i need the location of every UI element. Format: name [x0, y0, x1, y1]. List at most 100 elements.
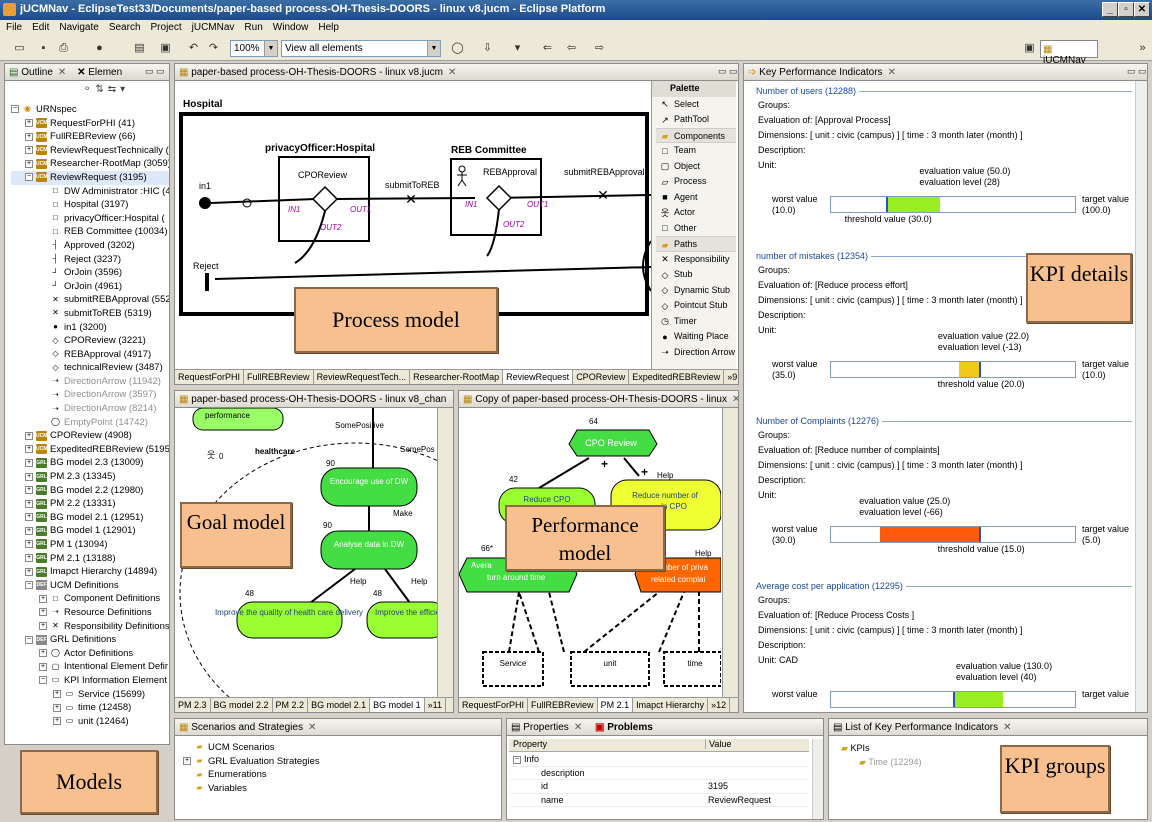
bottom-tab[interactable]: BG model 1	[370, 698, 425, 712]
menu-jucmnav[interactable]: jUCMNav	[191, 22, 235, 33]
tree-item[interactable]: +✕Responsibility Definitions	[11, 620, 169, 634]
undo-icon[interactable]: ↶	[188, 42, 199, 54]
tree-item[interactable]: ◇CPOReview (3221)	[11, 334, 169, 348]
scenario-item[interactable]: ▰Variables	[183, 782, 320, 796]
tree-item[interactable]: □DW Administrator :HIC (4	[11, 185, 169, 199]
kpi-section-title[interactable]: Number of Complaints (12276)	[756, 414, 883, 429]
value-col-header[interactable]: Value	[705, 739, 731, 749]
expand-icon[interactable]: −	[25, 173, 33, 182]
encourage-node[interactable]	[320, 467, 418, 507]
outline-toolbar[interactable]: ⚬⇅⇆▾	[83, 84, 130, 95]
bottom-tab[interactable]: PM 2.2	[273, 698, 309, 712]
analyse-node[interactable]	[320, 530, 418, 570]
perspective-button[interactable]: ▦ jUCMNav	[1040, 40, 1098, 66]
palette-item[interactable]: ◷Timer	[656, 314, 736, 330]
expand-icon[interactable]: +	[53, 703, 61, 712]
palette-item[interactable]: ◇Stub	[656, 267, 736, 283]
tab-outline[interactable]: ▤ Outline✕	[9, 67, 66, 78]
expand-icon[interactable]: +	[25, 132, 33, 141]
tree-item[interactable]: □Hospital (3197)	[11, 198, 169, 212]
menu-navigate[interactable]: Navigate	[59, 22, 99, 33]
tree-item[interactable]: +▭time (12458)	[11, 701, 169, 715]
close-icon[interactable]: ✕	[732, 394, 738, 405]
properties-scrollbar[interactable]	[812, 739, 823, 819]
expand-icon[interactable]: +	[25, 445, 33, 454]
kpi-section-title[interactable]: Average cost per application (12295)	[756, 579, 906, 594]
minimize-view-icon[interactable]: ▭ ▭	[145, 66, 165, 76]
perf-palette-strip[interactable]	[722, 408, 738, 698]
expand-icon[interactable]: +	[25, 486, 33, 495]
bottom-tab[interactable]: PM 2.1	[597, 698, 634, 712]
menu-run[interactable]: Run	[244, 22, 263, 33]
scenario-item[interactable]: +▰GRL Evaluation Strategies	[183, 755, 320, 769]
tool-icon[interactable]: ⇩	[482, 42, 493, 54]
palette-item[interactable]: ▢Object	[656, 159, 736, 175]
tree-item[interactable]: ➝DirectionArrow (3597)	[11, 388, 169, 402]
tree-item[interactable]: ✕submitToREB (5319)	[11, 307, 169, 321]
bottom-tab[interactable]: »11	[425, 698, 446, 712]
kpi-group-item[interactable]: ▰ Time (12294)	[859, 757, 921, 768]
tree-item[interactable]: ◇technicalReview (3487)	[11, 361, 169, 375]
submit-approval-x[interactable]: ✕	[597, 187, 609, 203]
bottom-tab[interactable]: RequestForPHI	[459, 698, 529, 712]
service-indicator[interactable]	[482, 651, 544, 687]
expand-icon[interactable]: +	[25, 146, 33, 155]
tab-problems[interactable]: ▣ Problems	[595, 722, 653, 733]
tree-item[interactable]: +□Component Definitions	[11, 592, 169, 606]
expand-icon[interactable]: +	[39, 608, 47, 617]
tree-item[interactable]: ◯EmptyPoint (14742)	[11, 416, 169, 430]
expand-icon[interactable]: −	[25, 635, 33, 644]
expand-icon[interactable]: −	[11, 105, 19, 114]
expand-icon[interactable]: +	[25, 119, 33, 128]
improve-efficiency-node[interactable]	[366, 601, 437, 639]
palette-item[interactable]: ▱Process	[656, 174, 736, 190]
minimize-view-icon[interactable]: ▭ ▭	[1127, 66, 1147, 76]
kpi-section-title[interactable]: number of mistakes (12354)	[756, 249, 872, 264]
kpi-scrollbar[interactable]	[1135, 81, 1147, 712]
expand-icon[interactable]: +	[25, 526, 33, 535]
back-arrow-icon[interactable]: ⇦	[566, 42, 577, 54]
palette-item[interactable]: ✕Responsibility	[656, 252, 736, 268]
bottom-tab[interactable]: Researcher-RootMap	[410, 370, 504, 384]
open-icon[interactable]: ▤	[134, 42, 145, 54]
expand-icon[interactable]: +	[25, 431, 33, 440]
bottom-tab[interactable]: RequestForPHI	[175, 370, 245, 384]
palette-item[interactable]: □Team	[656, 143, 736, 159]
tree-item[interactable]: ┘OrJoin (4961)	[11, 280, 169, 294]
tree-item[interactable]: ┤Reject (3237)	[11, 253, 169, 267]
bottom-tab[interactable]: FullREBReview	[244, 370, 314, 384]
bottom-tab[interactable]: ReviewRequest	[503, 370, 574, 384]
close-icon[interactable]: ✕	[307, 722, 317, 733]
performance-node[interactable]	[192, 408, 284, 431]
palette-item[interactable]: ➝Direction Arrow	[656, 345, 736, 361]
goal-diagram[interactable]: performance SomePositive SomePos healthc…	[175, 408, 437, 698]
close-icon[interactable]: ✕	[1003, 722, 1012, 733]
tab-editor[interactable]: ▦ paper-based process-OH-Thesis-DOORS - …	[179, 67, 456, 78]
expand-icon[interactable]: +	[25, 499, 33, 508]
expand-icon[interactable]: +	[39, 649, 47, 658]
tree-item[interactable]: □REB Committee (10034)	[11, 225, 169, 239]
palette-item[interactable]: □Other	[656, 221, 736, 237]
tree-item[interactable]: ✕submitREBApproval (552	[11, 293, 169, 307]
expand-icon[interactable]: +	[25, 159, 33, 168]
cpo-review-node[interactable]	[568, 429, 658, 457]
menu-edit[interactable]: Edit	[32, 22, 50, 33]
expand-icon[interactable]: +	[39, 662, 47, 671]
run-icon[interactable]: ●	[96, 42, 103, 54]
expand-icon[interactable]: +	[53, 717, 61, 726]
zoom-select[interactable]: 100%▼	[230, 40, 278, 57]
tree-item[interactable]: +▭unit (12464)	[11, 715, 169, 729]
expand-icon[interactable]: −	[39, 676, 47, 685]
close-button[interactable]: ✕	[1134, 2, 1150, 17]
palette-item[interactable]: ◇Pointcut Stub	[656, 298, 736, 314]
time-indicator[interactable]	[663, 651, 721, 687]
tab-properties[interactable]: ▤ Properties✕	[511, 722, 582, 733]
export-icon[interactable]: ▣	[160, 42, 171, 54]
